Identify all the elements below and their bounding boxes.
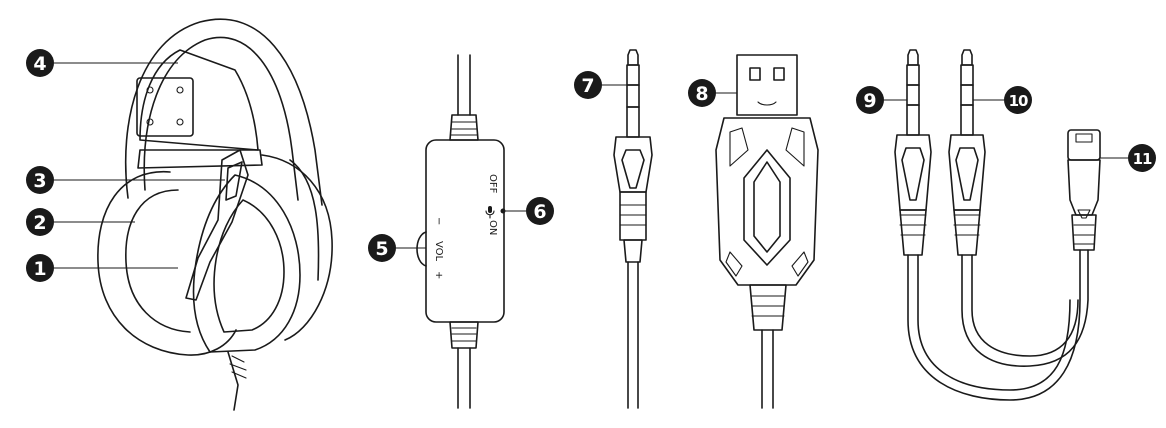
callout-10: 10 <box>1004 86 1032 114</box>
slider-plate <box>136 77 194 137</box>
splitter-cable-left <box>907 249 1081 401</box>
headset <box>97 18 333 411</box>
callout-11: 11 <box>1128 144 1156 172</box>
svg-text:7: 7 <box>581 75 594 97</box>
callout-5: 5 <box>368 234 396 262</box>
ear-cushion <box>97 171 237 356</box>
vol-label: VOL <box>433 241 444 262</box>
svg-text:10: 10 <box>1009 92 1028 110</box>
rear-earcup <box>261 154 333 341</box>
headband <box>124 18 323 206</box>
callout-1: 1 <box>26 254 54 282</box>
svg-text:11: 11 <box>1133 150 1152 168</box>
mic-switch[interactable] <box>500 208 506 214</box>
svg-text:8: 8 <box>695 83 708 105</box>
svg-text:4: 4 <box>33 53 46 75</box>
svg-text:1: 1 <box>33 258 46 280</box>
microphone-icon <box>485 206 495 219</box>
svg-text:5: 5 <box>375 238 388 260</box>
svg-text:3: 3 <box>33 170 46 192</box>
callout-9: 9 <box>856 86 884 114</box>
mic-off-label: OFF <box>487 174 498 194</box>
headband-padding <box>139 49 259 151</box>
inline-control-cable: VOL − + OFF ON <box>416 54 506 409</box>
callout-2: 2 <box>26 208 54 236</box>
callout-8: 8 <box>688 79 716 107</box>
callout-7: 7 <box>574 71 602 99</box>
usb-plug <box>715 54 819 409</box>
svg-text:9: 9 <box>863 90 876 112</box>
headset-cable <box>227 351 239 411</box>
mic-boom <box>185 149 249 301</box>
volume-wheel[interactable] <box>416 231 427 267</box>
splitter-adapter <box>894 49 1101 401</box>
svg-text:2: 2 <box>33 212 46 234</box>
callout-6: 6 <box>526 197 554 225</box>
vol-minus-label: − <box>433 217 444 225</box>
callout-4: 4 <box>26 49 54 77</box>
svg-text:6: 6 <box>533 201 546 223</box>
callout-3: 3 <box>26 166 54 194</box>
vol-plus-label: + <box>433 271 444 279</box>
earcup-shell <box>192 174 301 353</box>
splitter-cable-right <box>961 249 1089 367</box>
mic-on-label: ON <box>487 220 498 235</box>
audio-plug-3-5mm <box>613 49 653 409</box>
